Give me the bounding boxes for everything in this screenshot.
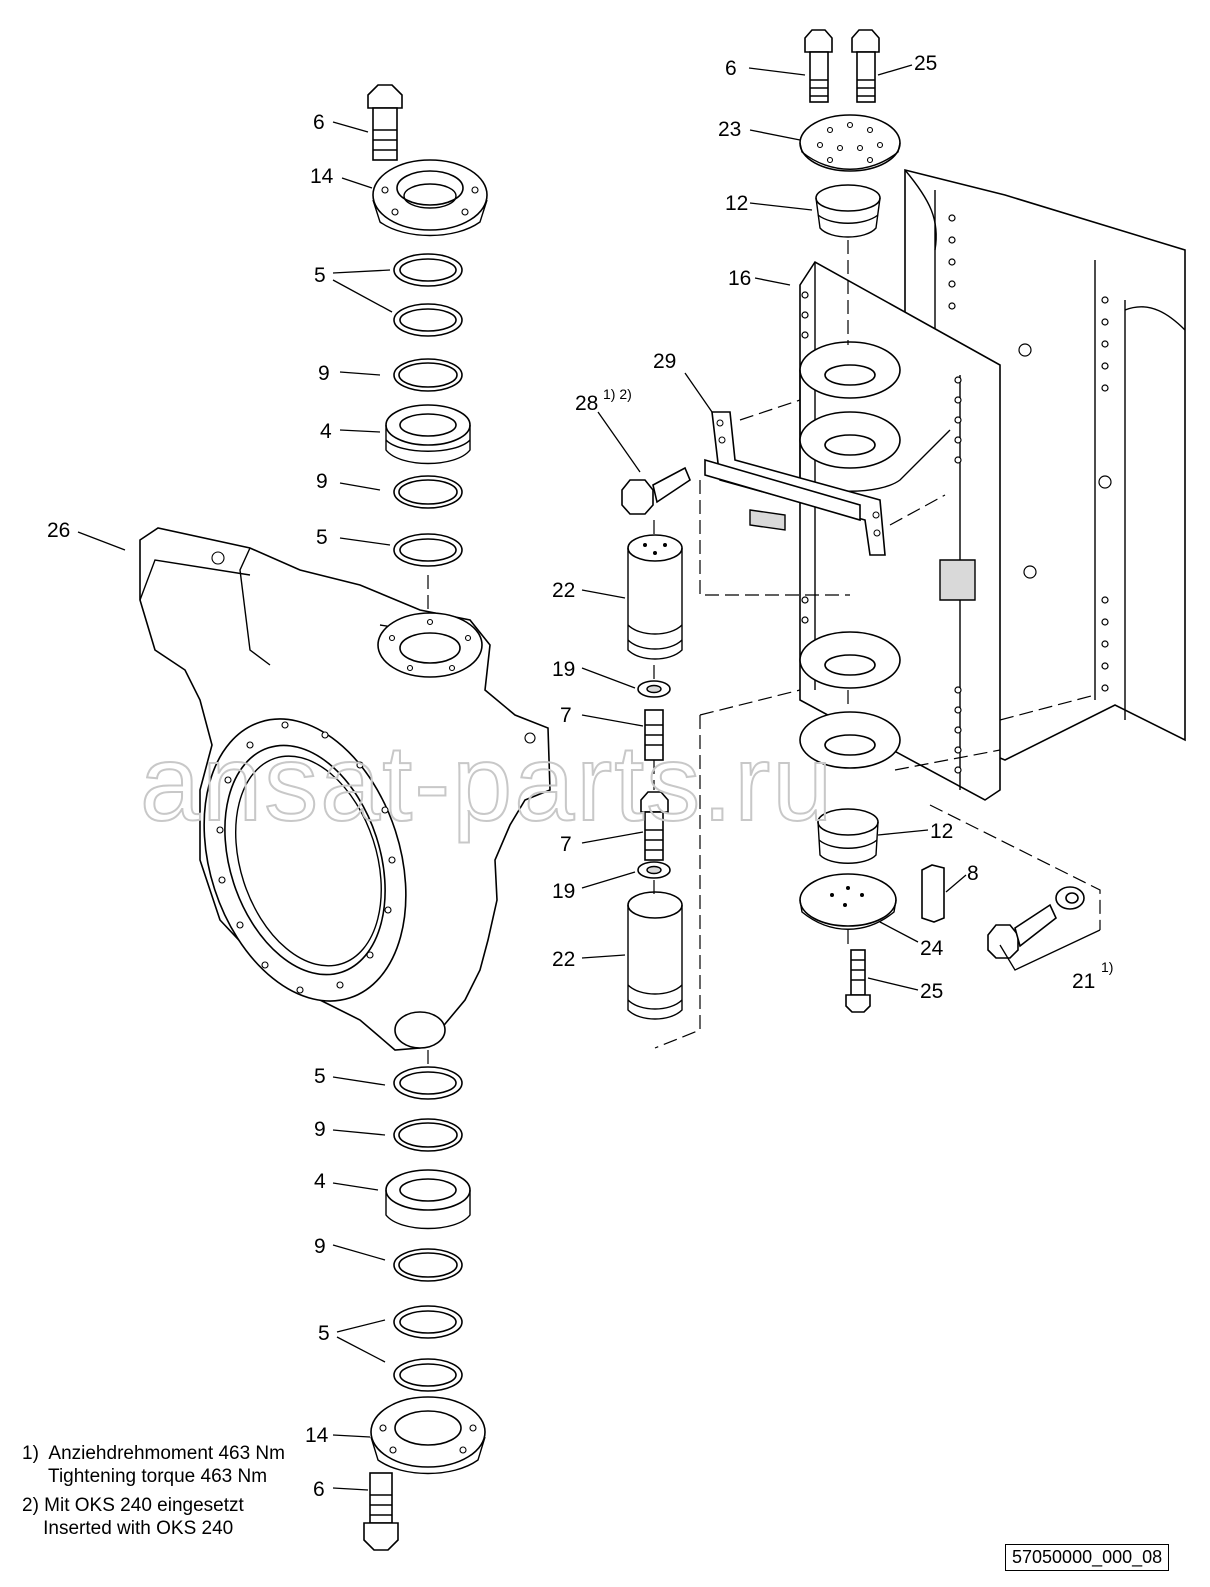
footnotes: 1) Anziehdrehmoment 463 Nm Tightening to… xyxy=(22,1442,285,1540)
callout-6-bottom: 6 xyxy=(313,1478,325,1501)
note-1-english: Tightening torque 463 Nm xyxy=(22,1466,268,1487)
callout-22-top: 22 xyxy=(552,579,575,602)
callout-9-upper-b: 9 xyxy=(316,470,328,493)
callout-14-top: 14 xyxy=(310,165,334,188)
callout-16: 16 xyxy=(728,267,751,290)
callout-4-top: 4 xyxy=(320,420,332,443)
callout-25-top: 25 xyxy=(914,52,937,75)
leader-lines xyxy=(77,64,967,1491)
callout-6-top: 6 xyxy=(313,111,325,134)
callout-5-upper: 5 xyxy=(316,526,328,549)
callout-8: 8 xyxy=(967,862,979,885)
callout-19-top: 19 xyxy=(552,658,575,681)
steering-knuckle xyxy=(139,527,551,1051)
callout-4-bottom: 4 xyxy=(314,1170,326,1193)
callout-24: 24 xyxy=(920,937,944,960)
callout-labels: 6 14 5 9 4 9 5 26 5 9 4 9 5 14 6 6 25 23… xyxy=(47,52,1113,1501)
callout-21: 21 xyxy=(1072,970,1095,993)
note-1-german: 1) Anziehdrehmoment 463 Nm xyxy=(22,1443,285,1464)
callout-7-bottom: 7 xyxy=(560,833,572,856)
callout-6-right: 6 xyxy=(725,57,737,80)
callout-5-bottom: 5 xyxy=(318,1322,330,1345)
callout-12-bottom: 12 xyxy=(930,820,953,843)
callout-9-upper-a: 9 xyxy=(318,362,330,385)
right-pin-stack xyxy=(621,29,1085,1020)
callout-9-lower-a: 9 xyxy=(314,1118,326,1141)
callout-7-top: 7 xyxy=(560,704,572,727)
pivot-bracket xyxy=(799,260,1001,801)
callout-22-bottom: 22 xyxy=(552,948,575,971)
callout-28-footnote: 1) 2) xyxy=(603,386,632,402)
callout-26: 26 xyxy=(47,519,70,542)
callout-23: 23 xyxy=(718,118,741,141)
left-kingpin-stack xyxy=(363,84,488,1551)
note-2-german: 2) Mit OKS 240 eingesetzt xyxy=(22,1495,244,1516)
callout-5-lower: 5 xyxy=(314,1065,326,1088)
callout-14-bottom: 14 xyxy=(305,1424,329,1447)
callout-29: 29 xyxy=(653,350,676,373)
callout-9-lower-b: 9 xyxy=(314,1235,326,1258)
callout-12-top: 12 xyxy=(725,192,748,215)
callout-21-footnote: 1) xyxy=(1101,959,1113,975)
callout-5-top: 5 xyxy=(314,264,326,287)
callout-28: 28 xyxy=(575,392,598,415)
note-2-english: Inserted with OKS 240 xyxy=(22,1518,234,1539)
callout-19-bottom: 19 xyxy=(552,880,575,903)
watermark: ansat-parts.ru xyxy=(140,722,834,843)
drawing-number: 57050000_000_08 xyxy=(1005,1544,1170,1571)
assembly-lines xyxy=(653,399,1101,1049)
callout-25-bottom: 25 xyxy=(920,980,943,1003)
bracket-plate xyxy=(704,411,886,556)
